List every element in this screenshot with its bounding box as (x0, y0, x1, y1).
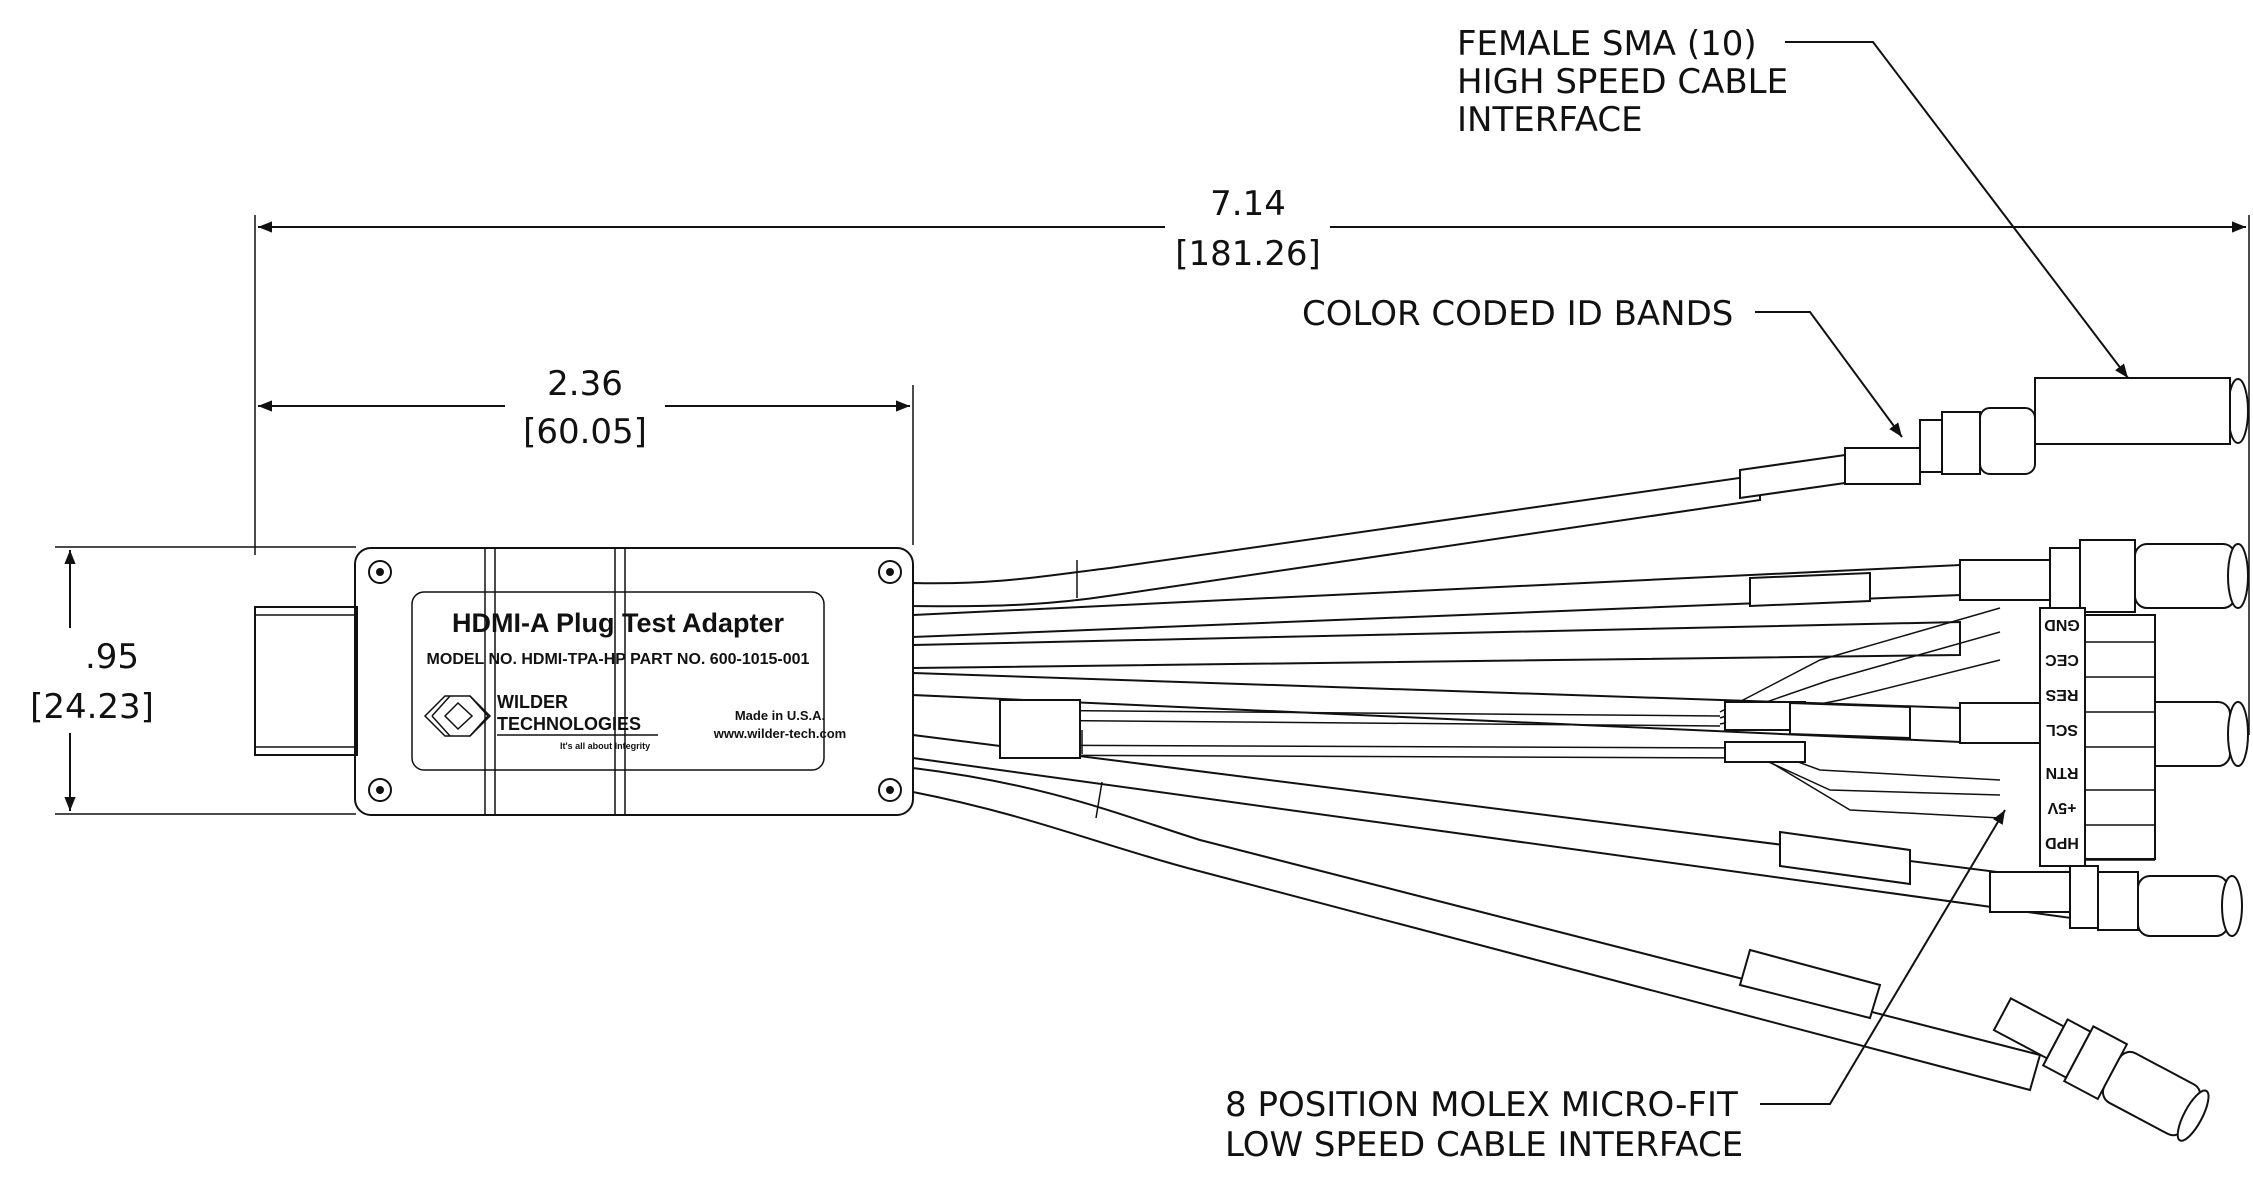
logo-hex-inner (443, 701, 474, 731)
wilder-logo-icon (423, 695, 492, 737)
id-tick-3 (1095, 781, 1103, 819)
molex-wire-e (1719, 607, 2001, 713)
brand-tagline: It's all about Integrity (560, 741, 650, 751)
id-band-3 (1789, 701, 1911, 740)
screw-top-right (878, 560, 902, 584)
harness-sleeve-left (999, 699, 1081, 759)
made-in-usa: Made in U.S.A. (735, 708, 825, 723)
sma-3-boot (1959, 702, 2041, 744)
dim-height-mm: [24.23] (30, 687, 154, 727)
callout-color-bands: COLOR CODED ID BANDS (1302, 294, 1903, 438)
dim-body-mm: [60.05] (523, 412, 647, 452)
leader-molex (1760, 809, 2006, 1105)
sma-4-face (2221, 875, 2243, 937)
callout-molex: 8 POSITION MOLEX MICRO-FIT LOW SPEED CAB… (1225, 809, 2006, 1165)
callout-sma-line1: FEMALE SMA (10) (1457, 24, 1757, 64)
product-title: HDMI-A Plug Test Adapter (452, 608, 784, 638)
label-plate (411, 591, 825, 771)
molex-wire-h (1759, 755, 2001, 819)
id-band-2 (1749, 571, 1871, 608)
sma-1-body (1979, 407, 2036, 475)
sma-connectors (1844, 377, 2249, 1142)
id-band-1 (1739, 453, 1846, 500)
housing-outline (354, 547, 914, 816)
leader-bands (1755, 311, 1903, 438)
sma-connector-4 (1989, 865, 2243, 937)
screw-bottom-left (368, 778, 392, 802)
sma-3-face (2227, 701, 2249, 767)
molex-pin-label: CEC (2045, 651, 2079, 668)
callout-molex-line2: LOW SPEED CABLE INTERFACE (1225, 1125, 1743, 1165)
hdmi-plug-shell (254, 606, 358, 756)
sma-1-coupler (2034, 377, 2231, 445)
sma-4-boot (1989, 871, 2071, 913)
screw-top-left-center (376, 568, 384, 576)
sma-2-nut (2079, 539, 2136, 613)
website: www.wilder-tech.com (713, 726, 846, 741)
sma-4-nut (2097, 871, 2139, 931)
molex-connector: GND CEC RES SCL RTN +5V HPD (2039, 607, 2156, 867)
dim-overall-mm: [181.26] (1175, 234, 1321, 274)
leader-sma (1785, 41, 2129, 379)
cable-bundle (912, 453, 2101, 1092)
logo-strokes (431, 695, 490, 737)
dim-body-inches: 2.36 (547, 364, 623, 404)
sma-2-body (2134, 543, 2236, 609)
callout-sma-line3: INTERFACE (1457, 100, 1643, 140)
sma-connector-2 (1959, 539, 2249, 613)
callout-molex-line1: 8 POSITION MOLEX MICRO-FIT (1225, 1085, 1738, 1125)
dim-overall-inches: 7.14 (1210, 184, 1286, 224)
sma-1-nut (1941, 411, 1981, 475)
brand-line-2: TECHNOLOGIES (497, 714, 641, 734)
sma-1-boot (1844, 447, 1921, 485)
hdmi-plug (254, 606, 358, 756)
dim-height-inches: .95 (85, 637, 139, 677)
screw-top-right-center (886, 568, 894, 576)
sma-connector-5 (1992, 996, 2210, 1142)
molex-wire-d (999, 754, 2001, 796)
model-part-number: MODEL NO. HDMI-TPA-HP PART NO. 600-1015-… (427, 651, 810, 668)
id-band-5 (1738, 948, 1882, 1020)
id-band-4 (1779, 830, 1911, 886)
cable-6 (912, 766, 2042, 1092)
adapter-housing: HDMI-A Plug Test Adapter MODEL NO. HDMI-… (354, 547, 914, 816)
screw-top-left (368, 560, 392, 584)
harness-sleeve-lower (1724, 741, 1806, 763)
molex-pin-label: GND (2044, 616, 2080, 633)
molex-housing (2039, 607, 2086, 867)
molex-pin-label: HPD (2045, 834, 2079, 851)
dimension-height: .95 [24.23] (30, 546, 356, 815)
sma-4-body (2137, 875, 2229, 937)
sma-4-ferrule (2069, 865, 2099, 929)
sma-5-face (2176, 1089, 2210, 1142)
brand-line-1: WILDER (497, 692, 568, 712)
callout-bands-text: COLOR CODED ID BANDS (1302, 294, 1733, 334)
screw-bottom-right (878, 778, 902, 802)
callout-female-sma: FEMALE SMA (10) HIGH SPEED CABLE INTERFA… (1457, 24, 2129, 379)
cable-1 (912, 473, 1761, 608)
molex-pin-label: RTN (2046, 764, 2079, 781)
screw-bottom-right-center (886, 786, 894, 794)
sma-2-face (2227, 543, 2249, 609)
sma-connector-1 (1844, 377, 2249, 485)
screw-bottom-left-center (376, 786, 384, 794)
molex-pin-label: RES (2045, 686, 2078, 703)
dimension-overall-length: 7.14 [181.26] (254, 184, 2250, 735)
molex-wire-a (999, 709, 1721, 717)
logo-hex-left (423, 695, 492, 737)
callout-sma-line2: HIGH SPEED CABLE (1457, 62, 1788, 102)
sma-1-ferrule (1919, 419, 1943, 473)
molex-wire-b (999, 719, 1721, 727)
molex-pin-labels: GND CEC RES SCL RTN +5V HPD (2044, 616, 2155, 861)
sma-2-boot (1959, 559, 2051, 601)
molex-body (2084, 614, 2156, 860)
sma-2-ferrule (2049, 547, 2081, 611)
molex-pin-label: SCL (2046, 721, 2078, 738)
molex-pin-label: +5V (2047, 799, 2076, 816)
dimension-body-length: 2.36 [60.05] (258, 364, 914, 545)
